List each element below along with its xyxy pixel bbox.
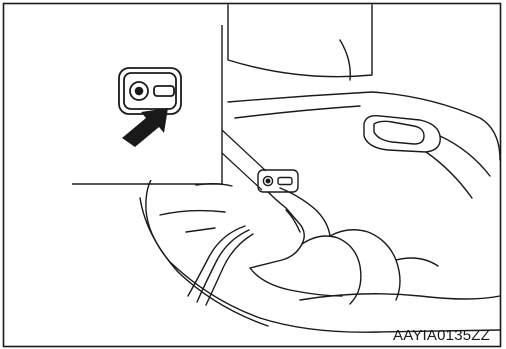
figure-code: AAYIA0135ZZ (393, 327, 490, 344)
